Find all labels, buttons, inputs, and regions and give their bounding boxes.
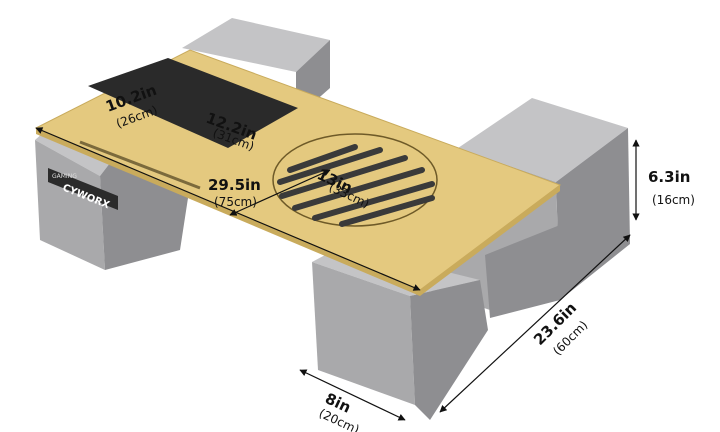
dimension-lines xyxy=(35,127,640,421)
length-line xyxy=(439,234,631,413)
block-height-sub: (16cm) xyxy=(652,193,695,207)
block-height-label: 6.3in xyxy=(648,168,690,186)
tray-length-line xyxy=(35,127,421,291)
vent-line xyxy=(229,169,331,216)
width-line xyxy=(299,369,406,421)
mouse-pad xyxy=(88,58,298,148)
logo-small-text: GAMING xyxy=(52,173,77,180)
tray-length-label: 29.5in xyxy=(208,176,261,194)
tray-length-sub: (75cm) xyxy=(214,195,257,209)
